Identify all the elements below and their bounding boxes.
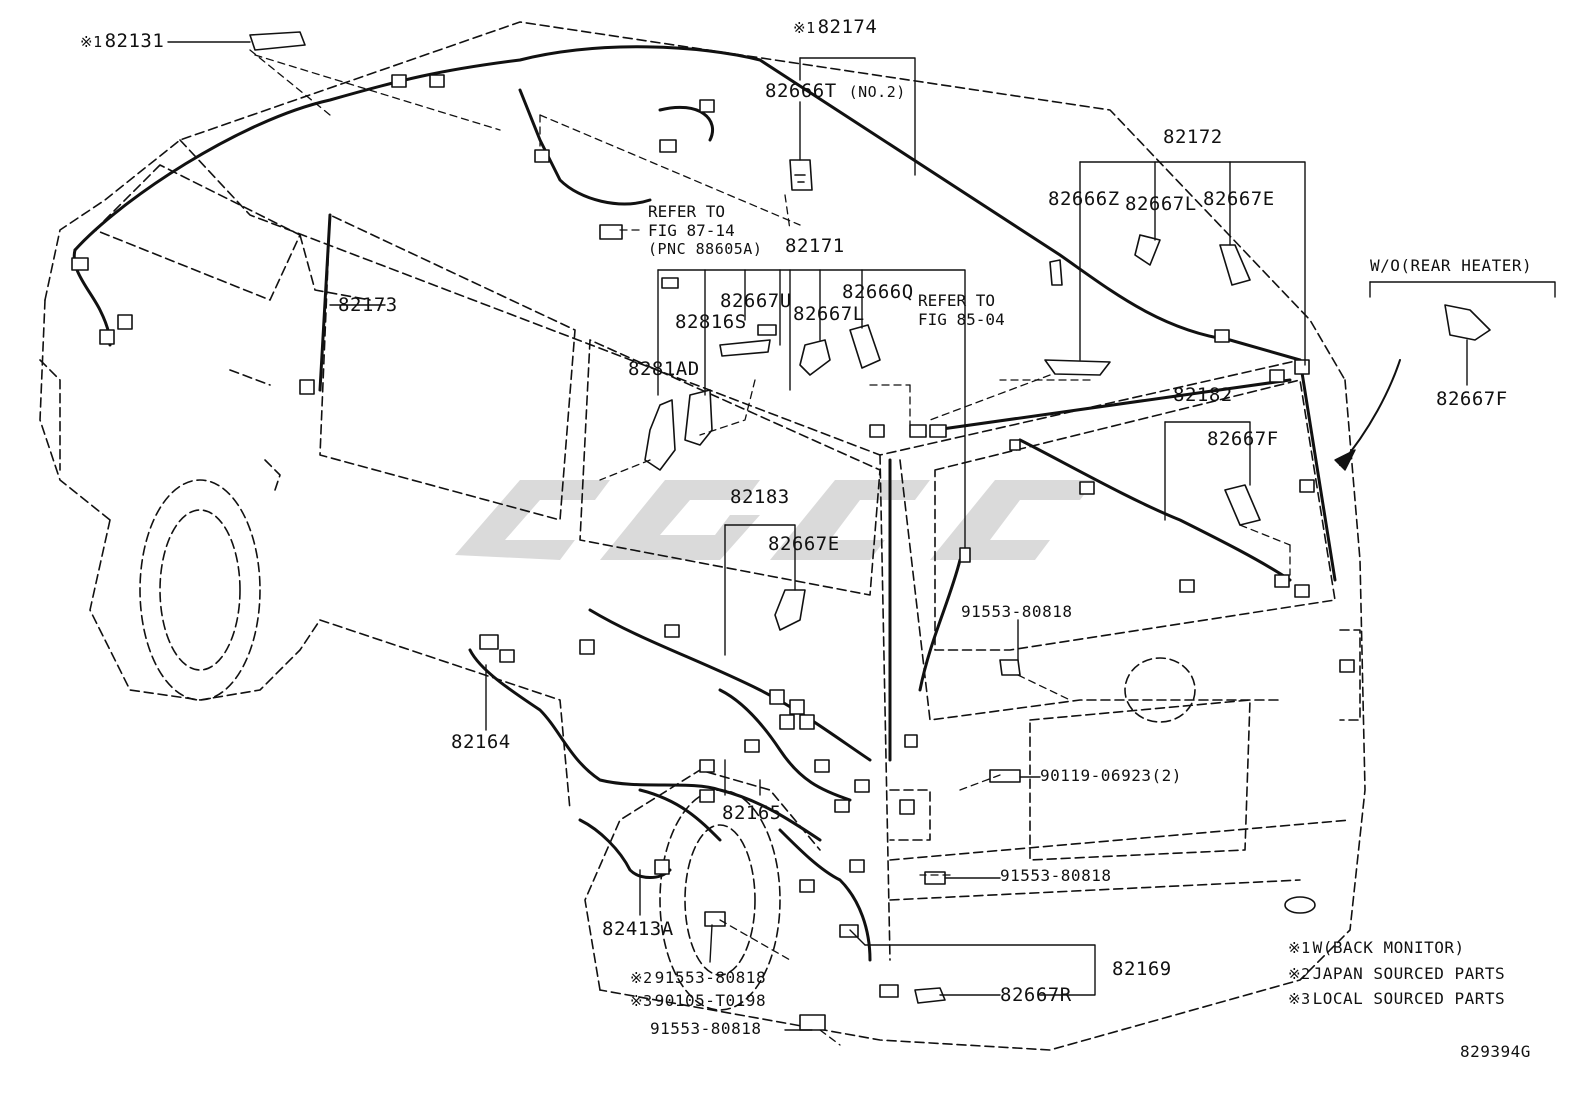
ref-line: FIG 87-14 — [648, 221, 735, 240]
label-82171: 82171 — [785, 235, 845, 257]
label-82816S: 82816S — [675, 311, 747, 333]
label-8281AD: 8281AD — [628, 358, 700, 380]
leader-lines — [167, 41, 1556, 1031]
label-82173: 82173 — [338, 294, 398, 316]
note-text: JAPAN SOURCED PARTS — [1312, 964, 1506, 983]
note-mark-1: ※1 — [1288, 939, 1311, 957]
label-82666Z: 82666Z — [1048, 188, 1120, 210]
label-82667F-variant: 82667F — [1436, 388, 1508, 410]
label-91553-80818-lower: 91553-80818 — [650, 1019, 762, 1038]
ref-line: REFER TO — [918, 291, 996, 310]
part-number: 82666T — [765, 80, 837, 102]
part-number: 91553-80818 — [654, 968, 767, 987]
fuel-lid — [1124, 657, 1196, 723]
part-number: 82174 — [817, 16, 878, 38]
note-mark-1: ※1 — [793, 19, 816, 37]
ref-line: FIG 85-04 — [918, 310, 1005, 329]
part-number: 90105-T0198 — [654, 991, 767, 1010]
callout-dashed-lines — [249, 49, 1291, 1046]
label-82667L-lower: 82667L — [793, 303, 865, 325]
label-82667R: 82667R — [1000, 984, 1072, 1006]
exhaust-tip — [1284, 896, 1316, 914]
note-text: LOCAL SOURCED PARTS — [1312, 989, 1506, 1008]
label-82183: 82183 — [730, 486, 790, 508]
label-82666Q: 82666Q — [842, 281, 914, 303]
note-mark-3: ※3 — [630, 992, 653, 1010]
note-text: W(BACK MONITOR) — [1312, 938, 1465, 957]
wire-harnesses — [72, 45, 1337, 962]
label-82165: 82165 — [722, 802, 782, 824]
ref-line: REFER TO — [648, 202, 726, 221]
label-82667U: 82667U — [720, 290, 792, 312]
clips — [249, 31, 1491, 1031]
label-82667L-upper: 82667L — [1125, 193, 1197, 215]
label-91553-80818-middle: 91553-80818 — [1000, 866, 1112, 885]
note-mark-2: ※2 — [1288, 965, 1311, 983]
label-82666T: 82666T (NO.2) — [765, 82, 906, 101]
label-82164: 82164 — [451, 731, 511, 753]
reference-fig-87-14: REFER TO FIG 87-14 (PNC 88605A) — [648, 202, 762, 259]
note-mark-1: ※1 — [80, 33, 103, 51]
label-82667E-upper: 82667E — [1203, 188, 1275, 210]
label-82182: 82182 — [1173, 384, 1233, 406]
note-mark-3: ※3 — [1288, 990, 1311, 1008]
connectors — [71, 74, 1355, 998]
ref-line: (PNC 88605A) — [648, 240, 763, 258]
label-90119-06923: 90119-06923(2) — [1040, 766, 1182, 785]
label-82667E-lower: 82667E — [768, 533, 840, 555]
label-82413A: 82413A — [602, 918, 674, 940]
diagram-id: 829394G — [1460, 1042, 1531, 1061]
reference-fig-85-04: REFER TO FIG 85-04 — [918, 291, 1005, 329]
part-number: 82131 — [104, 30, 165, 52]
label-91553-80818-upper: 91553-80818 — [961, 602, 1073, 621]
note-mark-2: ※2 — [630, 969, 653, 987]
label-82667F: 82667F — [1207, 428, 1279, 450]
label-82172: 82172 — [1163, 126, 1223, 148]
label-82169: 82169 — [1112, 958, 1172, 980]
variant-label: W/O(REAR HEATER) — [1370, 256, 1533, 275]
van-body — [39, 21, 1366, 1051]
part-qualifier: (NO.2) — [848, 83, 906, 101]
